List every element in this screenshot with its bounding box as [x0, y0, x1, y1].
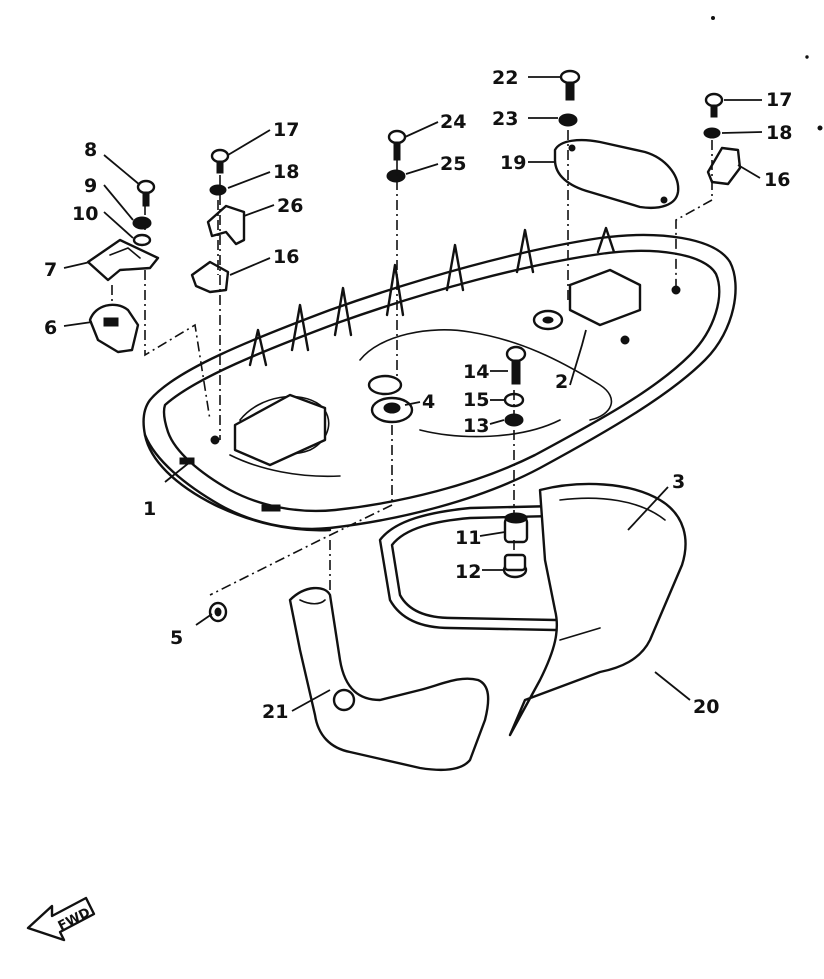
bolt-part-24: [387, 129, 407, 161]
bracket-part-7: [86, 238, 160, 282]
fwd-arrow-icon: FWD: [26, 896, 96, 942]
clamp-part-26: [206, 204, 246, 246]
callout-17-left: 17: [273, 119, 299, 141]
callout-10: 10: [72, 203, 98, 225]
callout-21: 21: [262, 701, 288, 723]
callout-5: 5: [170, 627, 183, 649]
callout-14: 14: [463, 361, 489, 383]
washer-part-9: [132, 216, 152, 230]
callout-1: 1: [143, 498, 156, 520]
washer-part-18-left: [209, 184, 227, 196]
callout-18-left: 18: [273, 161, 299, 183]
grommet-part-5: [208, 601, 228, 623]
callout-2: 2: [555, 371, 568, 393]
callout-labels: 1 2 3 4 5 6 7 8 9 10 11 12 13 14 15 16 1…: [44, 67, 792, 723]
cover-plate-part-19: [553, 138, 680, 209]
side-plate-right: [508, 482, 687, 737]
clip-part-16-left: [190, 260, 230, 294]
washer-part-10: [132, 233, 152, 247]
callout-12: 12: [455, 561, 481, 583]
bushing-part-11: [503, 512, 529, 544]
callout-23: 23: [492, 108, 518, 130]
callout-16-left: 16: [273, 246, 299, 268]
callout-22: 22: [492, 67, 518, 89]
callout-16-right: 16: [764, 169, 790, 191]
callout-18-right: 18: [766, 122, 792, 144]
callout-4: 4: [422, 391, 435, 413]
bolt-part-17-right: [704, 92, 724, 118]
callout-15: 15: [463, 389, 489, 411]
assembly-lines: [111, 130, 713, 596]
callout-13: 13: [463, 415, 489, 437]
washer-part-25: [386, 169, 406, 183]
callout-26: 26: [277, 195, 303, 217]
leader-lines: [63, 76, 763, 712]
side-plate-left: [288, 586, 490, 772]
washer-part-18-right: [703, 127, 721, 139]
collar-part-12: [502, 553, 528, 579]
bolt-part-22: [559, 69, 581, 101]
callout-8: 8: [84, 139, 97, 161]
callout-25: 25: [440, 153, 466, 175]
callout-7: 7: [44, 259, 57, 281]
callout-6: 6: [44, 317, 57, 339]
callout-11: 11: [455, 527, 481, 549]
bolt-part-17-left: [210, 148, 230, 174]
bolt-part-8: [136, 179, 156, 207]
callout-24: 24: [440, 111, 466, 133]
callout-17-right: 17: [766, 89, 792, 111]
bottom-cowling: [142, 226, 737, 532]
callout-19: 19: [500, 152, 526, 174]
block-part-6: [88, 303, 140, 354]
callout-3: 3: [672, 471, 685, 493]
bolt-part-14: [505, 345, 527, 385]
washer-part-23: [558, 113, 578, 127]
callout-9: 9: [84, 175, 97, 197]
callout-20: 20: [693, 696, 719, 718]
